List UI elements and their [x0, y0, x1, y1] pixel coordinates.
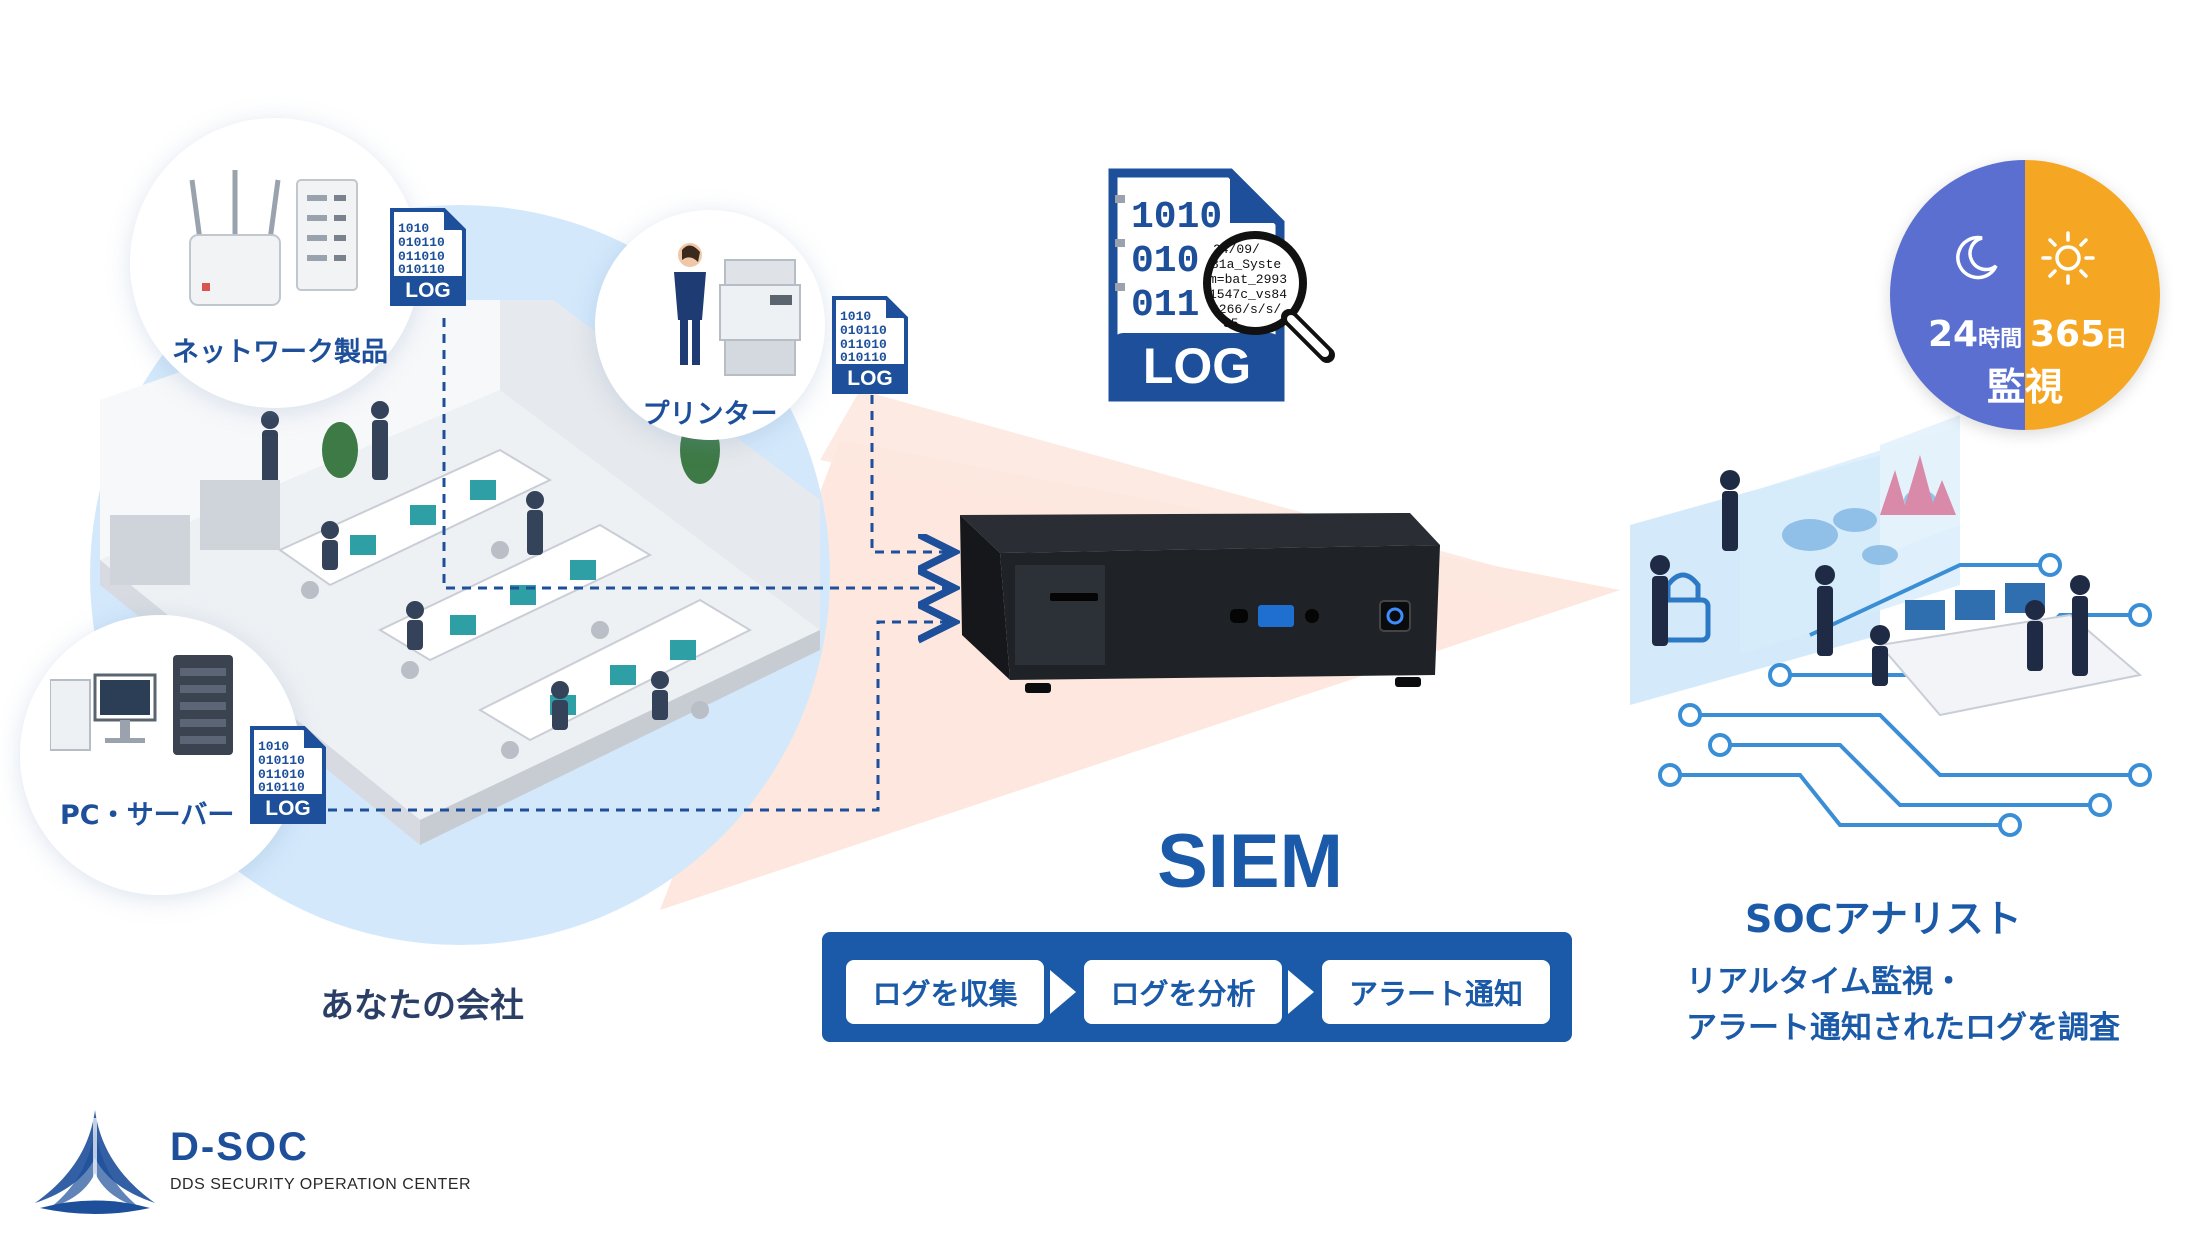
- printer-person-icon: [674, 243, 706, 365]
- siem-title: SIEM: [1157, 819, 1343, 904]
- night-half: [1890, 160, 2025, 430]
- pc-server-label: PC・サーバー: [60, 800, 235, 831]
- sun-icon: [2041, 231, 2095, 285]
- router-icon: [189, 170, 281, 306]
- svg-text:LOG: LOG: [265, 797, 311, 820]
- flow-step-analyze: ログを分析: [1084, 960, 1282, 1024]
- svg-text:010110: 010110: [258, 753, 305, 768]
- svg-text:m=bat_2993: m=bat_2993: [1209, 272, 1287, 287]
- network-label: ネットワーク製品: [172, 337, 388, 368]
- flow-arrow-2: [1288, 970, 1314, 1014]
- days-number: 365: [2030, 314, 2106, 355]
- svg-text:55: 55: [1223, 316, 1239, 331]
- flow-step-alert: アラート通知: [1322, 960, 1550, 1024]
- dsoc-logo-icon: [35, 1110, 155, 1214]
- switch-icon: [296, 179, 358, 291]
- svg-text:1010: 1010: [840, 309, 871, 324]
- office-illustration: [100, 300, 820, 845]
- soc-illustration: [1630, 415, 2152, 837]
- svg-text:1010: 1010: [398, 221, 429, 236]
- svg-text:010110: 010110: [258, 780, 305, 795]
- svg-text:010110: 010110: [840, 323, 887, 338]
- svg-text:011010: 011010: [258, 767, 305, 782]
- brand-subtitle: DDS SECURITY OPERATION CENTER: [170, 1176, 472, 1193]
- days-unit: 日: [2105, 327, 2128, 352]
- svg-text:LOG: LOG: [1143, 338, 1251, 394]
- svg-text:010: 010: [1131, 240, 1199, 283]
- server-icon: [173, 655, 233, 755]
- svg-text:010110: 010110: [840, 350, 887, 365]
- monitor-label: 監視: [1986, 365, 2063, 409]
- svg-text:010110: 010110: [398, 235, 445, 250]
- svg-text:1010: 1010: [258, 739, 289, 754]
- printer-label: プリンター: [642, 399, 778, 430]
- svg-text:011: 011: [1131, 284, 1199, 327]
- svg-text:6266/s/s/: 6266/s/s/: [1211, 302, 1281, 317]
- svg-text:81a_Syste: 81a_Syste: [1211, 257, 1281, 272]
- company-label: あなたの会社: [320, 986, 524, 1026]
- svg-text:011010: 011010: [840, 337, 887, 352]
- svg-text:1547c_vs84: 1547c_vs84: [1209, 287, 1287, 302]
- svg-text:1010: 1010: [1131, 196, 1222, 239]
- flow-arrow-1: [1050, 970, 1076, 1014]
- svg-text:011010: 011010: [398, 249, 445, 264]
- flow-step-collect: ログを収集: [846, 960, 1044, 1024]
- soc-desc-line1: リアルタイム監視・: [1686, 964, 1965, 1000]
- svg-text:LOG: LOG: [405, 279, 451, 302]
- hours-unit: 時間: [1978, 327, 2023, 352]
- soc-desc-line2: アラート通知されたログを調査: [1686, 1010, 2120, 1046]
- printer-icon: [719, 259, 801, 376]
- siem-device-image: [960, 513, 1440, 693]
- monitor-days: 365日: [2030, 314, 2127, 355]
- svg-text:010110: 010110: [398, 262, 445, 277]
- hours-number: 24: [1928, 314, 1979, 355]
- soc-title: SOCアナリスト: [1745, 897, 2022, 941]
- svg-text:24/09/: 24/09/: [1213, 242, 1260, 257]
- day-half: [2025, 160, 2160, 430]
- monitor-hours: 24時間: [1928, 314, 2022, 355]
- brand-name: D-SOC: [170, 1125, 309, 1169]
- monitor-badge: [1890, 160, 2160, 430]
- svg-text:LOG: LOG: [847, 367, 893, 390]
- pc-icon: [50, 673, 157, 751]
- moon-icon: [1956, 235, 1998, 280]
